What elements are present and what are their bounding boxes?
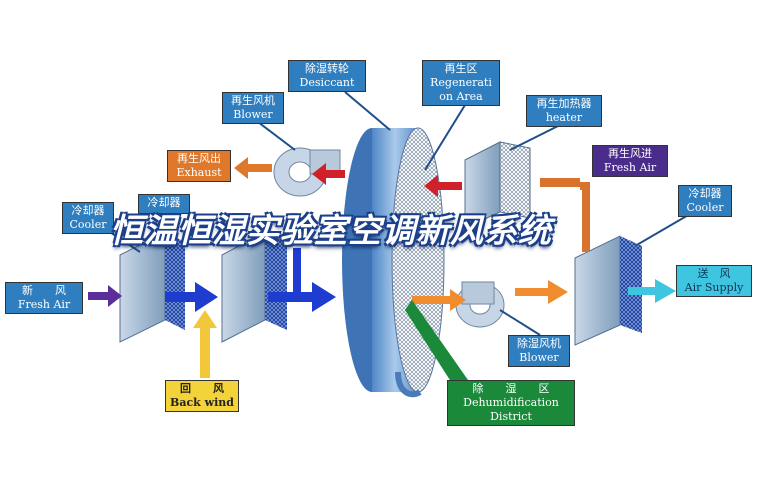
- cooler-coil-left: [119, 231, 185, 343]
- label-dehum-district-en1: Dehumidification: [463, 396, 559, 409]
- cooler-coil-middle: [221, 231, 287, 343]
- fresh-air-arrow: [88, 285, 122, 307]
- label-dehum-district-cn: 除 湿 区: [472, 382, 550, 395]
- cooler-coil-right: [574, 235, 642, 346]
- label-regeneration: 再生区 Regenerati on Area: [422, 60, 500, 106]
- desiccant-wheel: [342, 127, 445, 398]
- label-regen-blower-en: Blower: [233, 108, 273, 121]
- supply-arrow-blue-1: [165, 282, 218, 312]
- leader-lines: [109, 91, 691, 336]
- label-air-supply: 送 风 Air Supply: [676, 265, 752, 297]
- label-regen-heater-cn: 再生加热器: [536, 97, 592, 110]
- label-back-wind-en: Back wind: [170, 396, 234, 409]
- label-exhaust: 再生风出 Exhaust: [167, 150, 231, 182]
- regen-hot-arrow: [424, 175, 462, 197]
- regen-inlet-arrow: [540, 178, 590, 252]
- dehum-air-arrow: [412, 289, 466, 311]
- label-regen-heater: 再生加热器 heater: [526, 95, 602, 127]
- label-regen-fresh-air-en: Fresh Air: [603, 161, 657, 174]
- label-cooler-left-en: Cooler: [69, 218, 107, 231]
- blower-to-cooler-arrow: [515, 280, 568, 304]
- label-dehum-district-en2: District: [490, 410, 532, 423]
- exhaust-arrow: [234, 157, 272, 179]
- label-regeneration-cn: 再生区: [444, 62, 478, 75]
- label-regen-fresh-air: 再生风进 Fresh Air: [592, 145, 668, 177]
- label-air-supply-en: Air Supply: [684, 281, 744, 294]
- back-wind-arrow: [193, 310, 217, 378]
- label-cooler-right-en: Cooler: [686, 201, 724, 214]
- label-dehum-blower-en: Blower: [519, 351, 559, 364]
- label-regen-heater-en: heater: [545, 111, 583, 124]
- label-cooler-mid-cn: 冷却器: [147, 196, 181, 209]
- label-exhaust-cn: 再生风出: [177, 152, 221, 165]
- label-regeneration-en2: on Area: [439, 90, 483, 103]
- label-dehum-blower-cn: 除湿风机: [517, 337, 561, 350]
- label-back-wind-cn: 回 风: [180, 382, 224, 395]
- label-cooler-right: 冷却器 Cooler: [678, 185, 732, 217]
- regen-out-arrow: [312, 163, 345, 185]
- label-fresh-air: 新 风 Fresh Air: [5, 282, 83, 314]
- dehum-blower: [455, 281, 505, 328]
- label-desiccant: 除湿转轮 Desiccant: [288, 60, 366, 92]
- label-regen-fresh-air-cn: 再生风进: [608, 147, 652, 160]
- label-regen-blower-cn: 再生风机: [231, 94, 275, 107]
- page-title: 恒温恒湿实验室空调新风系统: [110, 211, 552, 250]
- label-regeneration-en1: Regenerati: [430, 76, 492, 89]
- label-fresh-air-cn: 新 风: [22, 284, 66, 297]
- label-air-supply-cn: 送 风: [697, 267, 731, 280]
- supply-arrow-blue-2: [268, 248, 336, 312]
- label-exhaust-en: Exhaust: [176, 166, 222, 179]
- label-regen-blower: 再生风机 Blower: [222, 92, 284, 124]
- label-cooler-mid: 冷却器: [138, 194, 190, 214]
- label-dehum-district: 除 湿 区 Dehumidification District: [447, 380, 575, 426]
- label-cooler-left: 冷却器 Cooler: [62, 202, 114, 234]
- label-desiccant-en: Desiccant: [299, 76, 355, 89]
- label-cooler-left-cn: 冷却器: [71, 204, 105, 217]
- label-back-wind: 回 风 Back wind: [165, 380, 239, 412]
- label-cooler-right-cn: 冷却器: [688, 187, 722, 200]
- label-desiccant-cn: 除湿转轮: [305, 62, 349, 75]
- supply-out-arrow: [628, 279, 676, 303]
- label-fresh-air-en: Fresh Air: [17, 298, 71, 311]
- label-dehum-blower: 除湿风机 Blower: [508, 335, 570, 367]
- dehum-leader: [405, 300, 468, 388]
